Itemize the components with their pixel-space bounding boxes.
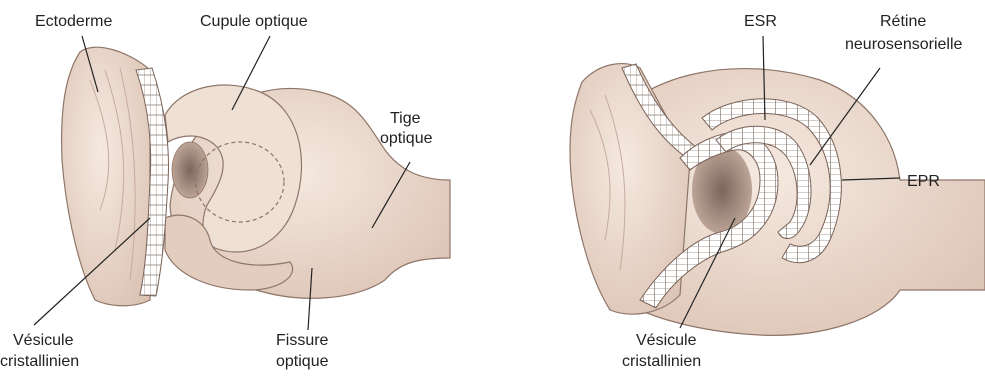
label-vesicule-left-line1: Vésicule [13, 332, 74, 349]
label-cupule-optique: Cupule optique [200, 13, 308, 30]
label-esr: ESR [744, 13, 777, 30]
right-figure: ESR Rétine neurosensorielle EPR Vésicule… [570, 13, 985, 370]
ectoderm-sheet [62, 47, 150, 306]
label-fissure-line1: Fissure [276, 332, 329, 349]
label-retine-line2: neurosensorielle [845, 36, 963, 53]
label-vesicule-right-line1: Vésicule [636, 332, 697, 349]
label-tige-line1: Tige [390, 110, 421, 127]
label-ectoderme: Ectoderme [35, 13, 112, 30]
label-vesicule-left-line2: cristallinien [0, 353, 79, 370]
label-retine-line1: Rétine [880, 13, 926, 30]
cup-cavity [172, 142, 208, 198]
label-tige-line2: optique [380, 130, 433, 147]
label-epr: EPR [907, 173, 940, 190]
left-figure: Ectoderme Cupule optique Tige optique Vé… [0, 13, 450, 370]
label-vesicule-right-line2: cristallinien [622, 353, 701, 370]
label-fissure-line2: optique [276, 353, 329, 370]
